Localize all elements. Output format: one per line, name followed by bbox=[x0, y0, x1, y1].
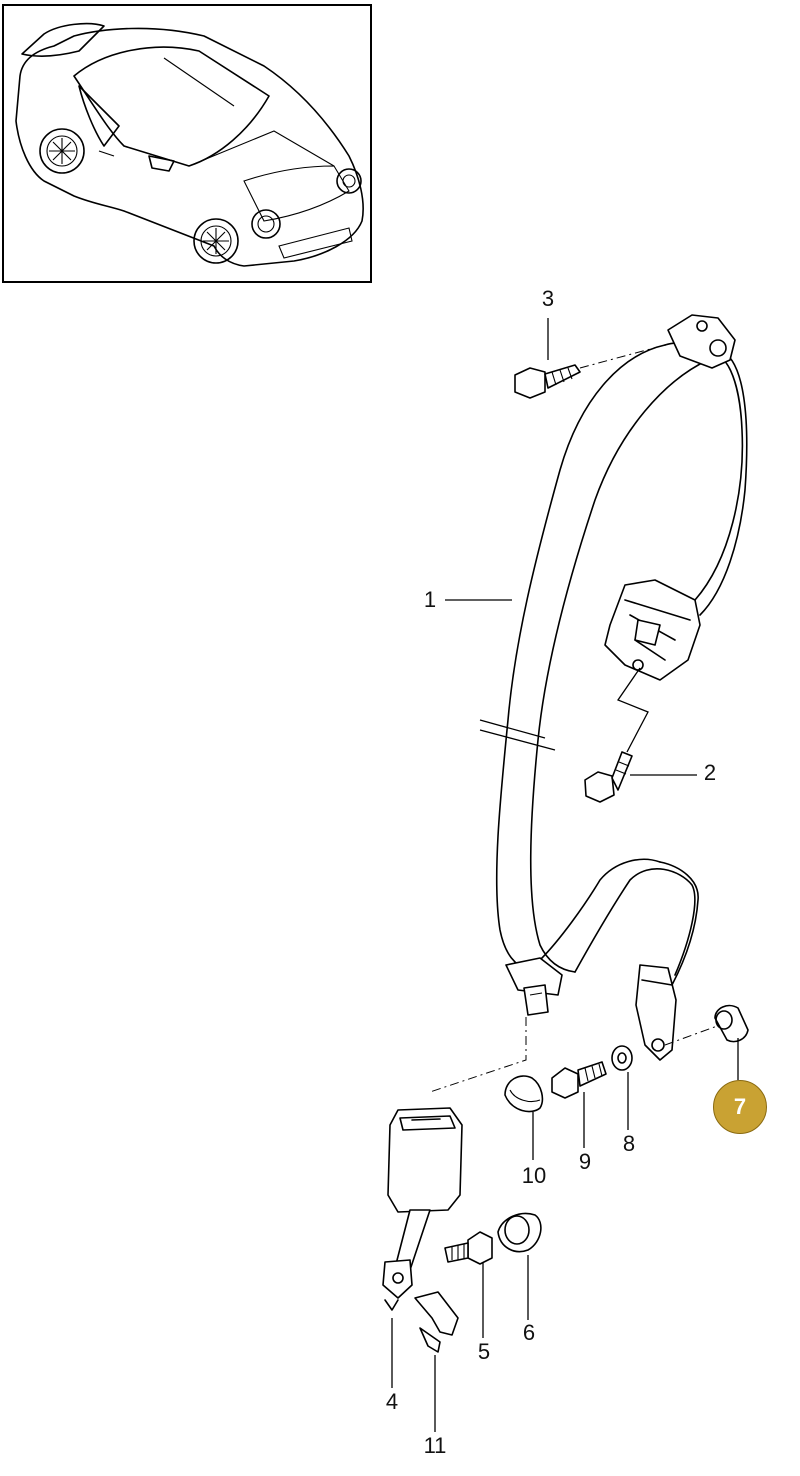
upper-anchor-plate bbox=[667, 314, 736, 369]
cover-cap-6 bbox=[497, 1212, 542, 1253]
seat-belt-buckle bbox=[382, 1107, 463, 1311]
car-thumbnail-icon bbox=[15, 22, 364, 267]
spacer-7 bbox=[714, 1004, 749, 1043]
callout-2[interactable]: 2 bbox=[703, 760, 717, 785]
car-thumbnail-frame bbox=[2, 4, 372, 283]
callout-10[interactable]: 10 bbox=[521, 1163, 547, 1188]
belt-strap bbox=[479, 342, 748, 986]
callout-7-label: 7 bbox=[733, 1094, 747, 1119]
callout-4[interactable]: 4 bbox=[385, 1389, 399, 1414]
cap-10 bbox=[504, 1075, 544, 1113]
callout-9[interactable]: 9 bbox=[578, 1149, 592, 1174]
callout-8[interactable]: 8 bbox=[622, 1131, 636, 1156]
bolt-3 bbox=[514, 344, 666, 399]
bolt-9 bbox=[551, 1061, 607, 1099]
clip-11 bbox=[414, 1291, 459, 1353]
callout-11[interactable]: 11 bbox=[423, 1433, 447, 1458]
callout-7-highlighted[interactable]: 7 bbox=[713, 1080, 767, 1134]
callout-6[interactable]: 6 bbox=[522, 1320, 536, 1345]
lower-anchor-bracket bbox=[635, 964, 677, 1061]
bolt-5 bbox=[444, 1231, 493, 1265]
bolt-2 bbox=[584, 667, 649, 803]
belt-guide-retractor bbox=[604, 579, 701, 681]
callout-1[interactable]: 1 bbox=[423, 587, 437, 612]
callout-5[interactable]: 5 bbox=[477, 1339, 491, 1364]
leader-lines bbox=[391, 318, 739, 1432]
washer-8 bbox=[611, 1045, 633, 1071]
belt-tongue bbox=[505, 957, 563, 1016]
callout-3[interactable]: 3 bbox=[541, 286, 555, 311]
